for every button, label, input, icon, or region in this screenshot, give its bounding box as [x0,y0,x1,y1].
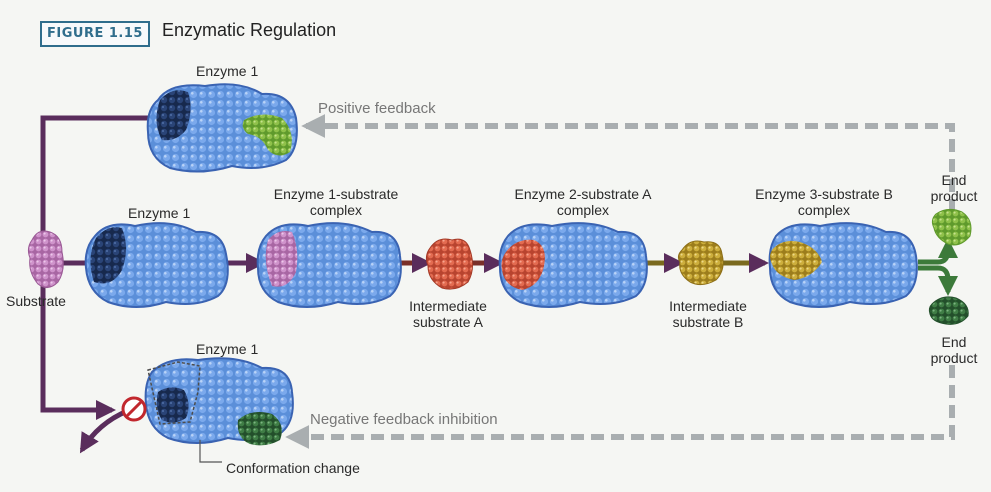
negative-feedback-arrow [285,365,955,449]
enzyme-1-top [146,83,298,173]
enzyme-1-substrate-complex [256,222,402,308]
conformation-outline [147,361,201,425]
label-enzyme-bottom: Enzyme 1 [196,341,259,357]
positive-feedback-arrow [301,114,955,232]
enzyme-2-substrate-a-complex [498,222,648,308]
figure-number-badge: FIGURE 1.15 [40,21,150,47]
intermediate-substrate-a [425,238,474,290]
label-positive-feedback: Positive feedback [318,100,436,117]
enzyme-1-bottom-inhibited [144,357,294,446]
label-conformation-change: Conformation change [226,460,360,476]
end-product-top-molecule [931,208,972,246]
label-enzyme-top: Enzyme 1 [196,63,259,79]
arrow-to-end-product-top [918,238,958,265]
figure-title: Enzymatic Regulation [162,20,337,40]
end-product-bottom-molecule [928,296,969,325]
arrow-to-end-product-bottom [918,265,958,296]
label-negative-feedback: Negative feedback inhibition [310,411,498,428]
inhibition-icon [121,396,147,422]
label-enzyme-middle: Enzyme 1 [128,205,191,221]
substrate-molecule [27,230,64,288]
enzyme-1-middle [84,222,229,308]
label-substrate: Substrate [6,293,66,309]
conformation-leader-line [199,440,222,463]
intermediate-substrate-b [677,240,724,286]
enzyme-3-substrate-b-complex [768,222,918,308]
